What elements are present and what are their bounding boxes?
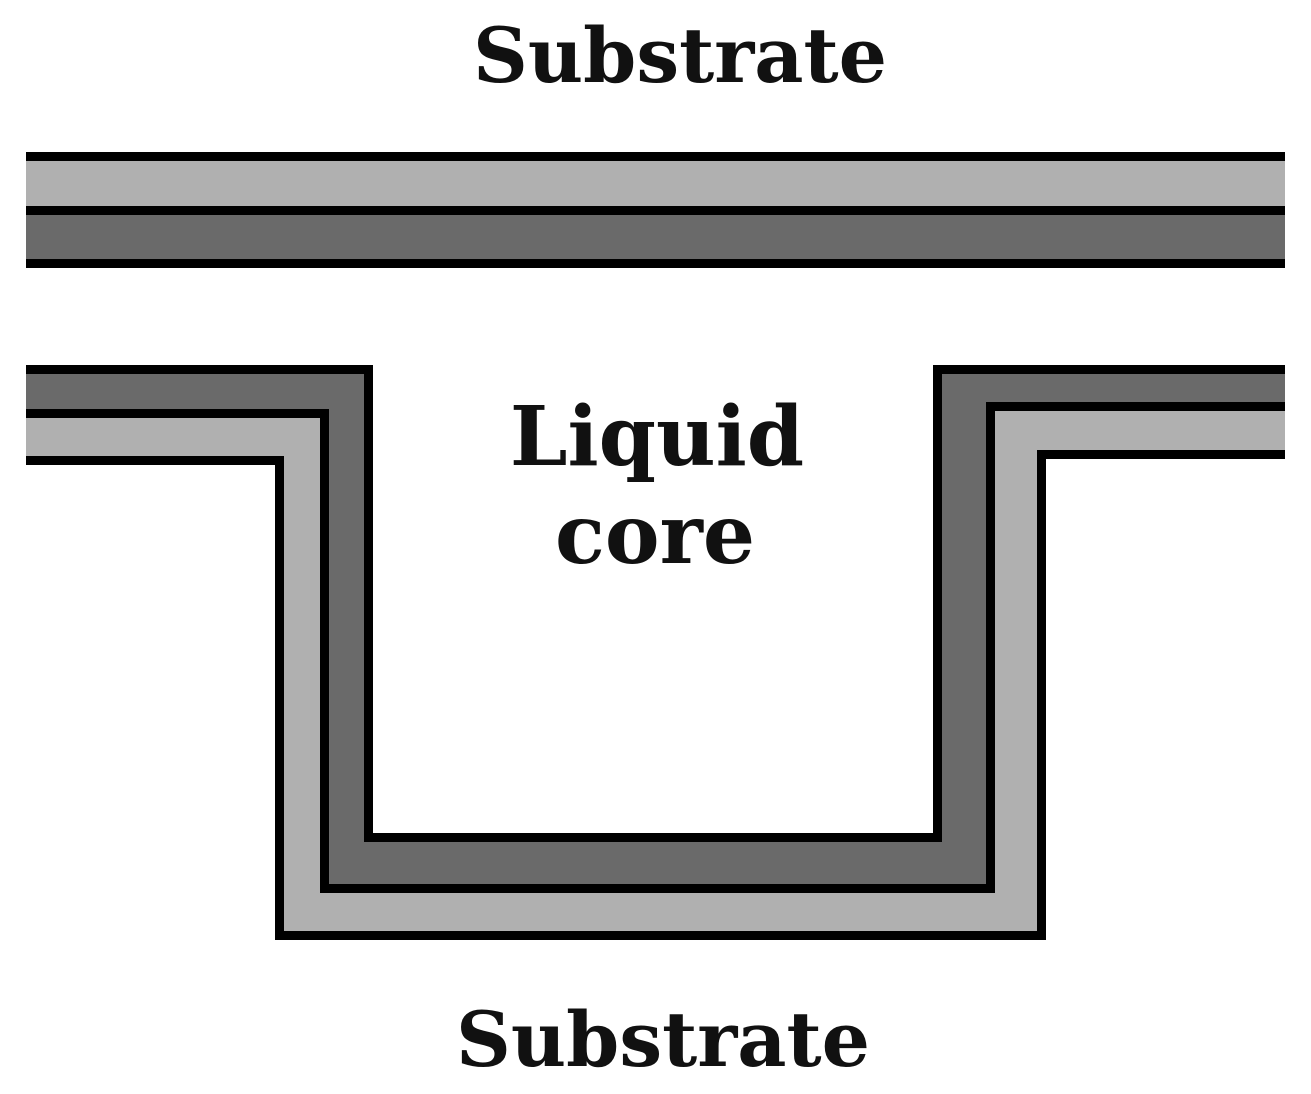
core-label-line2: core: [555, 487, 755, 583]
top-substrate-label: Substrate: [473, 11, 887, 100]
trench-dark-layer: [26, 374, 1285, 884]
trench-light-layer: [26, 411, 1285, 931]
top-light-layer: [26, 161, 1285, 206]
top-cladding-layers: [26, 152, 1285, 268]
bottom-substrate-label: Substrate: [456, 995, 870, 1084]
core-label-line1: Liquid: [510, 389, 804, 485]
top-dark-layer: [26, 215, 1285, 259]
bottom-trench-cladding: [26, 365, 1285, 940]
